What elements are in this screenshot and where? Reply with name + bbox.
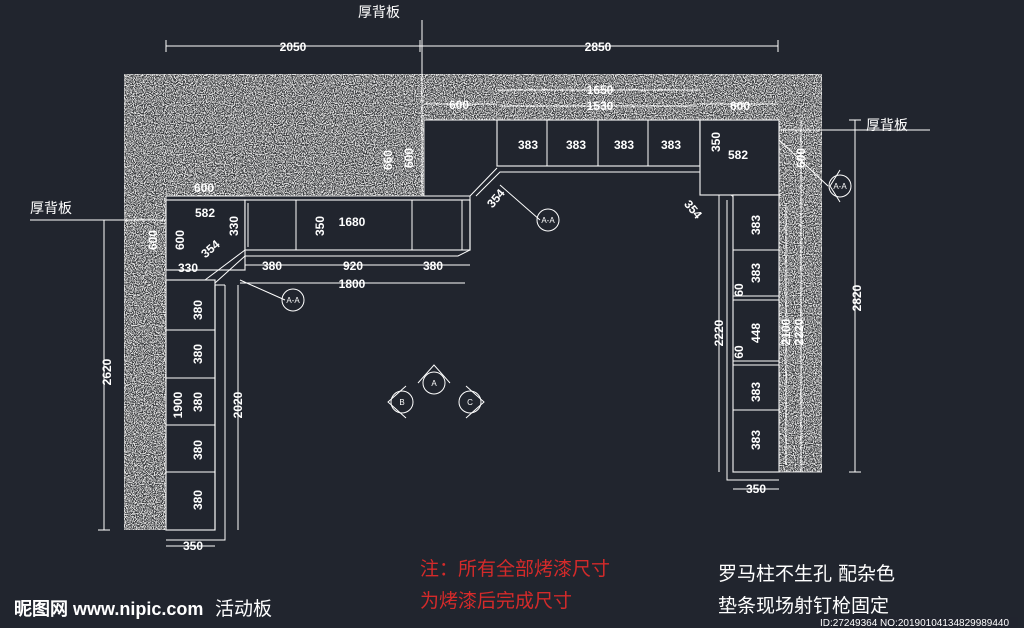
dim-text: 600	[402, 148, 416, 168]
dim-text: 448	[749, 323, 763, 343]
section-aa-label: A-A	[833, 182, 847, 191]
dim-text: 2220	[792, 318, 806, 345]
dim-text: 380	[191, 490, 205, 510]
dim-text: 600	[449, 98, 469, 112]
dim-text: 383	[749, 263, 763, 283]
section-symbols: A-A A-A A-A A B C	[281, 169, 852, 419]
view-c-label: C	[467, 398, 473, 407]
dim-text: 582	[728, 148, 748, 162]
note-red-line1: 注：所有全部烤漆尺寸	[420, 558, 610, 580]
thick-back-label-left: 厚背板	[30, 201, 72, 217]
dim-text: 350	[313, 216, 327, 236]
note-red-line2: 为烤漆后完成尺寸	[420, 590, 572, 612]
dim-text: 1530	[587, 99, 614, 113]
dim-text: 920	[343, 259, 363, 273]
dim-text: 60	[732, 345, 746, 359]
dim-text: 2820	[850, 284, 864, 311]
dim-text: 600	[794, 148, 808, 168]
dim-text: 383	[614, 138, 634, 152]
section-aa-label: A-A	[541, 216, 555, 225]
dim-text: 1680	[339, 215, 366, 229]
dim-text: 2850	[585, 40, 612, 54]
dim-text: 350	[183, 539, 203, 553]
cabinets	[165, 119, 780, 541]
dim-text: 380	[262, 259, 282, 273]
note-white-line2: 垫条现场射钉枪固定	[718, 595, 889, 617]
watermark-site: 昵图网 www.nipic.com	[14, 599, 203, 619]
dim-text: 2220	[712, 319, 726, 346]
thick-back-label-right: 厚背板	[866, 118, 908, 134]
dim-text: 350	[746, 482, 766, 496]
dim-text: 330	[178, 261, 198, 275]
dim-text: 383	[749, 215, 763, 235]
section-aa-label: A-A	[286, 296, 300, 305]
dim-text: 380	[191, 300, 205, 320]
dim-text: 383	[749, 430, 763, 450]
dim-text: 380	[191, 440, 205, 460]
view-b-label: B	[399, 398, 404, 407]
watermark-id: ID:27249364 NO:20190104134829989440	[820, 618, 1009, 628]
dim-text: 2020	[231, 391, 245, 418]
dim-text: 354	[681, 197, 705, 222]
dim-text: 582	[195, 206, 215, 220]
note-white-line1: 罗马柱不生孔 配杂色	[718, 563, 895, 585]
dim-text: 383	[566, 138, 586, 152]
dim-text: 600	[730, 99, 750, 113]
dim-text: 350	[709, 132, 723, 152]
dim-text: 354	[484, 186, 508, 211]
dim-text: 383	[749, 382, 763, 402]
dim-text: 2620	[100, 358, 114, 385]
dim-text: 2100	[779, 318, 793, 345]
dim-text: 330	[227, 216, 241, 236]
dim-text: 2050	[280, 40, 307, 54]
dim-text: 660	[381, 150, 395, 170]
note-bottom-left: 活动板	[215, 598, 272, 620]
dimension-lines	[30, 20, 930, 547]
dim-text: 60	[732, 283, 746, 297]
dim-text: 383	[661, 138, 681, 152]
dim-text: 380	[191, 344, 205, 364]
dim-text: 600	[146, 230, 160, 250]
dim-text: 383	[518, 138, 538, 152]
thick-back-label-top: 厚背板	[358, 5, 400, 21]
dim-text: 380	[191, 392, 205, 412]
dim-text: 1800	[339, 277, 366, 291]
dim-text: 380	[423, 259, 443, 273]
dim-text: 1650	[587, 83, 614, 97]
dim-text: 1900	[171, 391, 185, 418]
dim-text: 600	[173, 230, 187, 250]
dim-text: 600	[194, 181, 214, 195]
view-a-label: A	[431, 379, 437, 388]
